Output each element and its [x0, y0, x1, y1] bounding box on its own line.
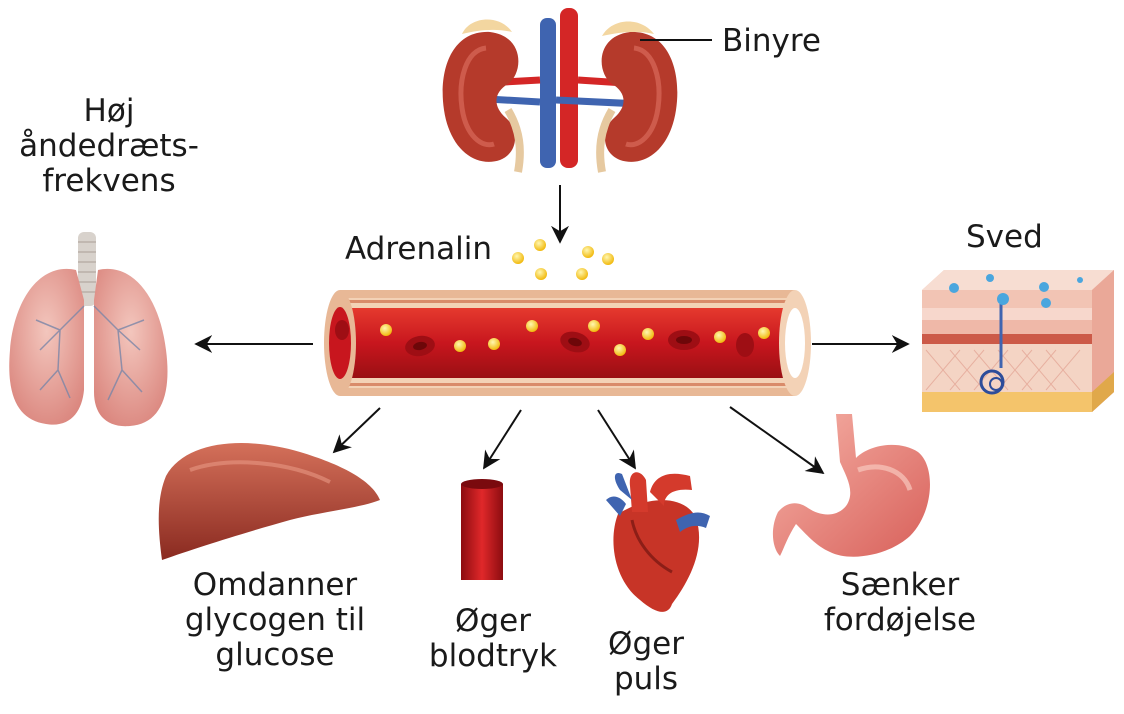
label-sweat: Sved [966, 219, 1043, 255]
label-blood-pressure: Øger blodtryk [408, 604, 578, 674]
label-heart: Øger puls [596, 627, 696, 697]
label-adrenal-gland: Binyre [722, 23, 822, 59]
label-line: glycogen til [184, 602, 366, 638]
label-line: Omdanner [192, 567, 358, 603]
lungs-icon [9, 232, 168, 427]
skin-section-icon [922, 270, 1114, 412]
label-adrenaline: Adrenalin [345, 231, 492, 267]
blood-vessel-icon [324, 290, 811, 396]
label-line: Høj [83, 93, 135, 129]
label-line: Øger [455, 603, 531, 639]
kidneys-icon [442, 8, 712, 173]
label-line: åndedræts- [19, 128, 199, 164]
blood-tube-icon [461, 479, 503, 580]
label-line: fordøjelse [823, 602, 977, 638]
label-line: frekvens [42, 163, 176, 199]
label-liver: Omdanner glycogen til glucose [160, 568, 390, 673]
label-respiration: Høj åndedræts- frekvens [16, 94, 202, 199]
effect-arrows [194, 335, 910, 475]
label-line: Sænker [840, 567, 960, 603]
heart-icon [606, 472, 710, 612]
label-digestion: Sænker fordøjelse [800, 568, 1000, 638]
label-line: puls [613, 661, 679, 697]
label-line: Øger [608, 626, 684, 662]
adrenaline-molecules [512, 239, 614, 280]
label-line: glucose [215, 637, 335, 673]
label-line: blodtryk [428, 638, 558, 674]
liver-icon [158, 443, 380, 560]
stomach-icon [772, 414, 930, 557]
